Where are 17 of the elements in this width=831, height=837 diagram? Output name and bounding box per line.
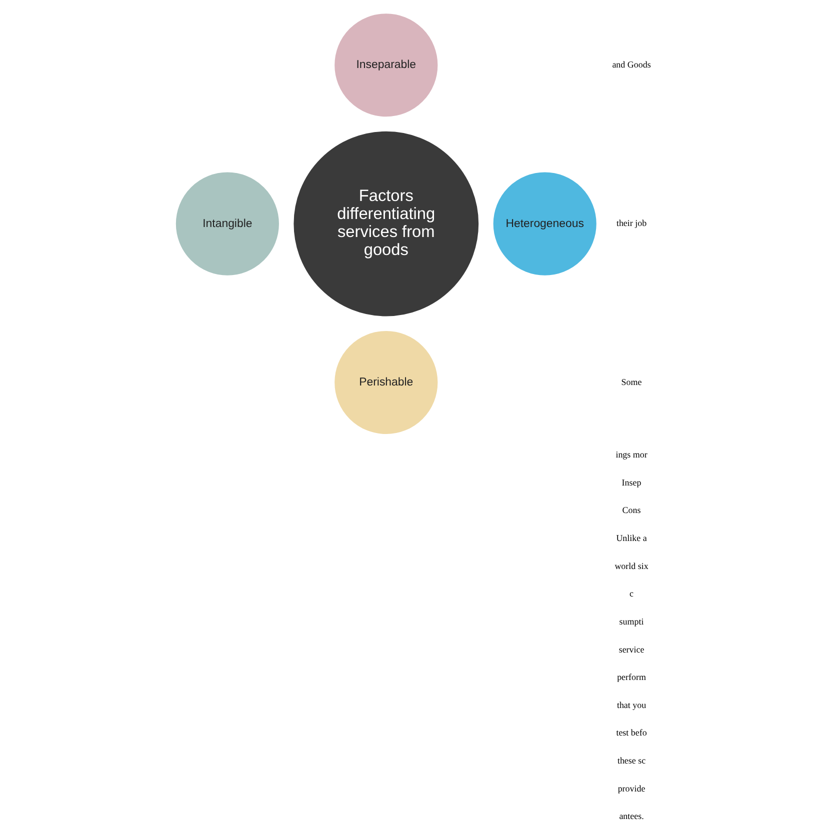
label: and Goods xyxy=(612,59,650,70)
label: Cons xyxy=(622,505,640,516)
label: perform xyxy=(616,672,646,682)
label: provide xyxy=(617,783,645,794)
label: ings mor xyxy=(615,450,647,460)
label: sumpti xyxy=(618,616,644,626)
label: these sc xyxy=(616,756,646,766)
label: that you xyxy=(616,700,646,710)
label: Unlike a xyxy=(616,533,646,544)
label: Insep xyxy=(621,477,641,488)
label: test befo xyxy=(616,728,646,738)
label: service xyxy=(618,644,644,654)
label: c xyxy=(629,588,634,599)
label: Some xyxy=(620,376,642,387)
label: their job xyxy=(616,218,646,228)
label: world six xyxy=(614,560,648,571)
label: antees. xyxy=(618,811,644,822)
